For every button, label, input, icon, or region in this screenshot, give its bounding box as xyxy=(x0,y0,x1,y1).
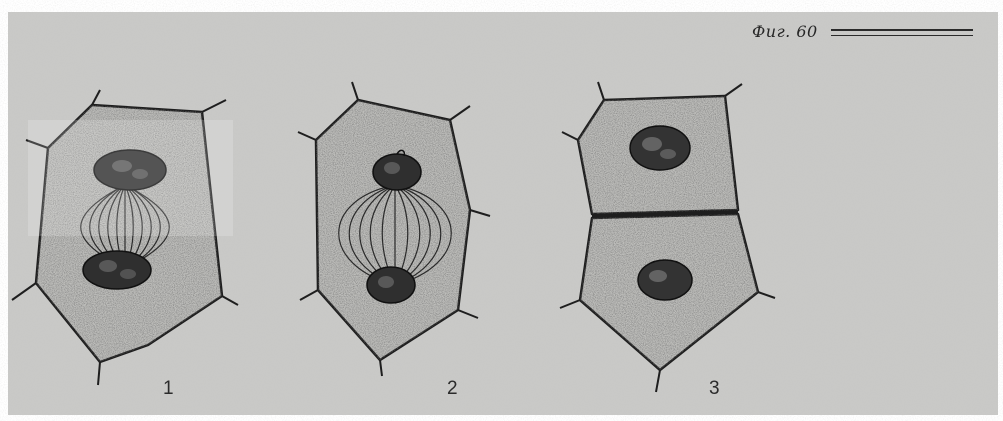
cell-3-nucleus-lower xyxy=(638,260,692,300)
cell-1-highlight xyxy=(28,120,233,236)
panel-number-3: 3 xyxy=(709,378,720,400)
cell-1-nucleus-bottom xyxy=(83,251,151,289)
figure-label: Фиг. 60 xyxy=(752,22,818,41)
panel-number-2: 2 xyxy=(447,378,458,400)
panel-number-1: 1 xyxy=(163,378,174,400)
figure-rule xyxy=(831,29,973,36)
